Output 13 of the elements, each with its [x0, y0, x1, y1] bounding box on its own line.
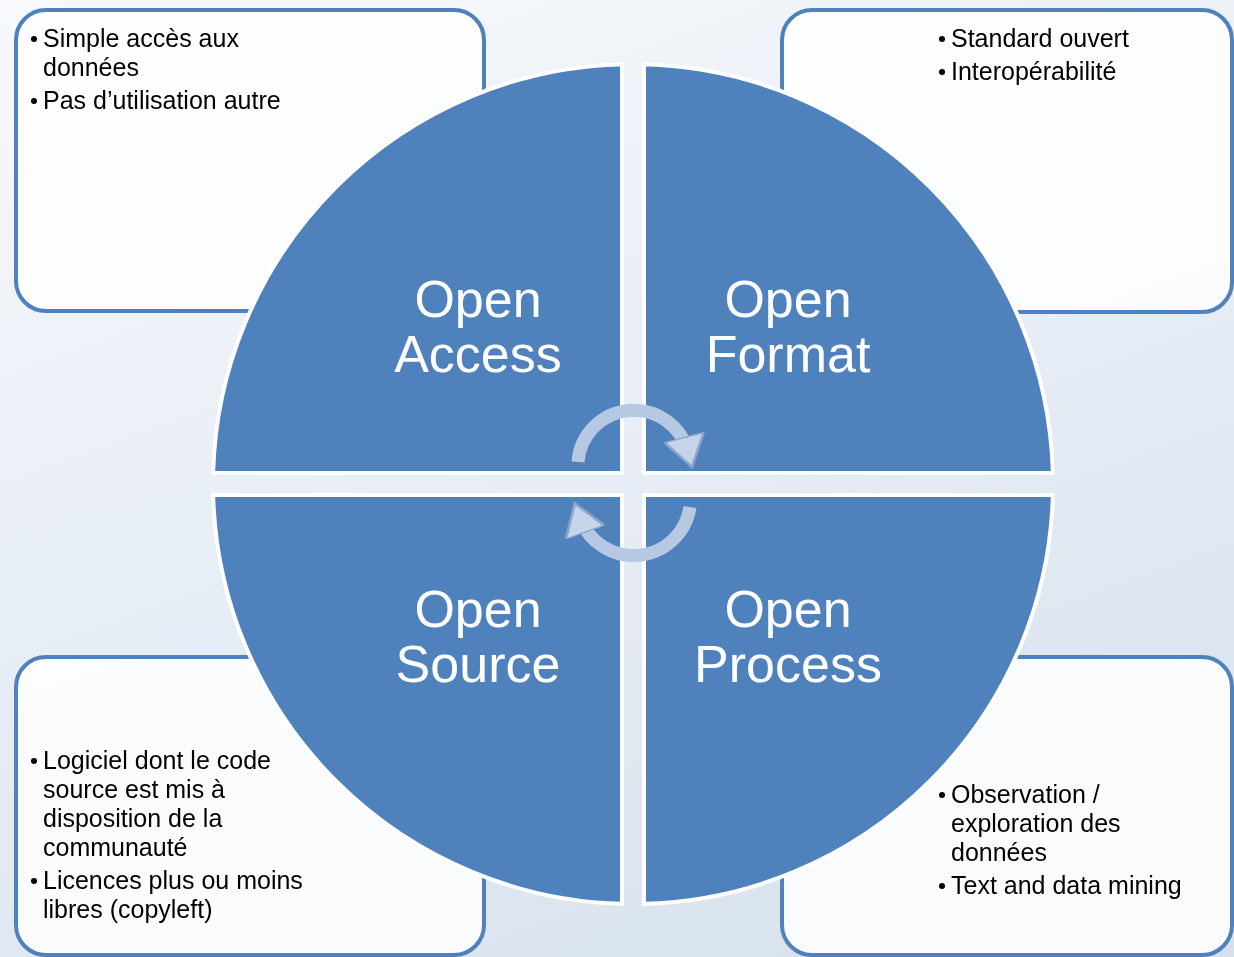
bullet-text: Observation / exploration des données [938, 780, 1223, 867]
bullet-text: Licences plus ou moins libres (copyleft) [30, 866, 320, 924]
bullet-text: Interopérabilité [938, 57, 1218, 86]
bullet-text: Standard ouvert [938, 24, 1218, 53]
bullet-text: Simple accès aux données [30, 24, 330, 82]
cycle-arrow [571, 403, 705, 469]
bullet-text: Logiciel dont le code source est mis à disposition de la communauté [30, 746, 320, 862]
bullet-text: Pas d’utilisation autre [30, 86, 330, 115]
quadrant-title: Open Process [693, 582, 883, 692]
bullet-text: Text and data mining [938, 871, 1223, 900]
quadrant-title: Open Access [393, 272, 563, 382]
quadrant-title: Open Source [394, 582, 562, 692]
quadrant-title: Open Format [704, 272, 872, 382]
